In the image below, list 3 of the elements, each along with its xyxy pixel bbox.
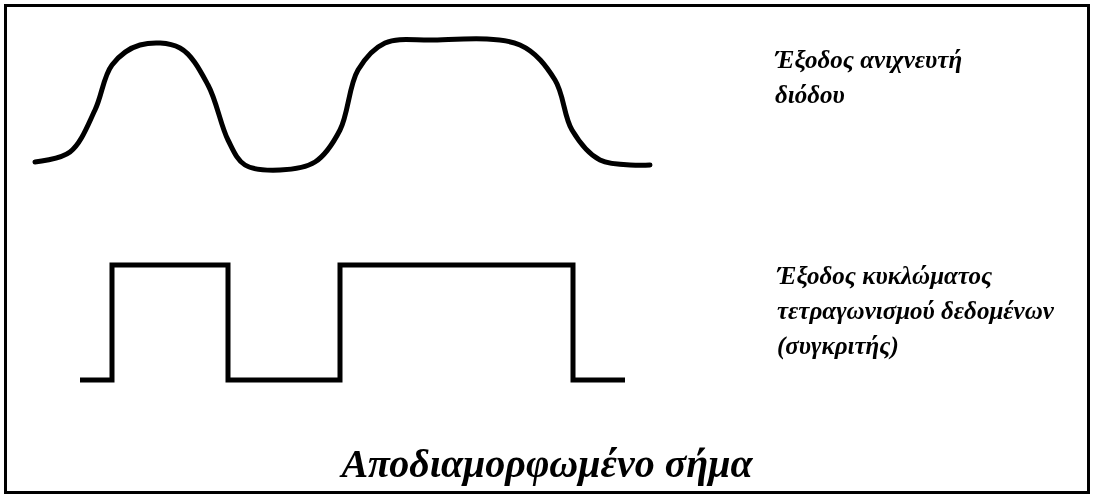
caption: Αποδιαμορφωμένο σήμα [338, 440, 754, 487]
waveform-label: Έξοδος ανιχνευτή διόδου [775, 45, 964, 110]
waveform-label: Έξοδος κυκλώματος τετραγωνισμού δεδομένων (συγκριτής) [777, 261, 1055, 362]
